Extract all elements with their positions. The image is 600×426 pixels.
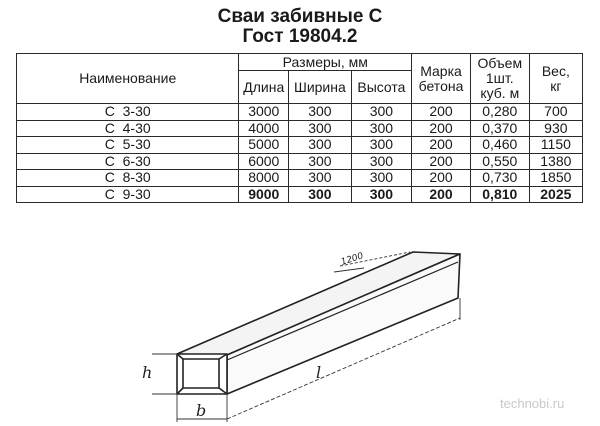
cell-height: 300 bbox=[350, 185, 413, 203]
header-volume: Объем 1шт. куб. м bbox=[469, 53, 530, 104]
header-name: Наименование bbox=[15, 53, 240, 104]
cell-height: 300 bbox=[350, 136, 413, 154]
cell-grade: 200 bbox=[411, 185, 471, 203]
cell-grade: 200 bbox=[411, 169, 471, 187]
cell-volume: 0,460 bbox=[469, 136, 530, 154]
cell-width: 300 bbox=[288, 169, 352, 187]
header-length: Длина bbox=[238, 70, 290, 104]
cell-weight: 1850 bbox=[528, 169, 584, 187]
cell-height: 300 bbox=[350, 103, 413, 121]
cell-width: 300 bbox=[288, 136, 352, 154]
label-height: h bbox=[142, 363, 152, 382]
cell-width: 300 bbox=[288, 185, 352, 203]
header-weight-text: Вес, кг bbox=[541, 62, 570, 94]
header-concrete-grade: Марка бетона bbox=[411, 53, 471, 104]
header-dimensions: Размеры, мм bbox=[238, 53, 413, 71]
cell-width: 300 bbox=[288, 103, 352, 121]
cell-weight: 1150 bbox=[528, 136, 584, 154]
cell-weight: 930 bbox=[528, 119, 584, 137]
cell-height: 300 bbox=[350, 119, 413, 137]
cell-length: 5000 bbox=[238, 136, 290, 154]
cell-volume: 0,370 bbox=[469, 119, 530, 137]
header-weight: Вес, кг bbox=[528, 53, 584, 104]
header-width: Ширина bbox=[288, 70, 352, 104]
table-row: С 3-30 3000 300 300 200 0,280 700 bbox=[15, 103, 584, 121]
header-height: Высота bbox=[350, 70, 413, 104]
cell-grade: 200 bbox=[411, 136, 471, 154]
cell-length: 4000 bbox=[238, 119, 290, 137]
cell-width: 300 bbox=[288, 119, 352, 137]
cell-grade: 200 bbox=[411, 119, 471, 137]
cell-length: 3000 bbox=[238, 103, 290, 121]
table-row: С 4-30 4000 300 300 200 0,370 930 bbox=[15, 119, 584, 137]
cell-name: С 4-30 bbox=[15, 119, 240, 137]
cell-weight: 2025 bbox=[528, 185, 584, 203]
label-width: b bbox=[196, 401, 206, 420]
cell-weight: 700 bbox=[528, 103, 584, 121]
cell-weight: 1380 bbox=[528, 152, 584, 170]
table-row: С 5-30 5000 300 300 200 0,460 1150 bbox=[15, 136, 584, 154]
cell-height: 300 bbox=[350, 152, 413, 170]
cell-height: 300 bbox=[350, 169, 413, 187]
table-row: С 6-30 6000 300 300 200 0,550 1380 bbox=[15, 152, 584, 170]
piles-spec-table: Наименование Размеры, мм Марка бетона Об… bbox=[15, 53, 584, 203]
cell-volume: 0,730 bbox=[469, 169, 530, 187]
label-length: l bbox=[316, 363, 321, 382]
cell-name: С 3-30 bbox=[15, 103, 240, 121]
cell-name: С 5-30 bbox=[15, 136, 240, 154]
label-dimension-1200: 1200 bbox=[340, 251, 365, 268]
cell-volume: 0,810 bbox=[469, 185, 530, 203]
cell-length: 6000 bbox=[238, 152, 290, 170]
cell-width: 300 bbox=[288, 152, 352, 170]
header-concrete-grade-text: Марка бетона bbox=[418, 62, 464, 94]
header-volume-text: Объем 1шт. куб. м bbox=[477, 55, 523, 101]
document-subtitle-gost: Гост 19804.2 bbox=[242, 26, 358, 47]
table-row: С 9-30 9000 300 300 200 0,810 2025 bbox=[15, 185, 584, 203]
cell-grade: 200 bbox=[411, 103, 471, 121]
table-row: С 8-30 8000 300 300 200 0,730 1850 bbox=[15, 169, 584, 187]
cell-name: С 6-30 bbox=[15, 152, 240, 170]
cell-length: 9000 bbox=[238, 185, 290, 203]
cell-name: С 8-30 bbox=[15, 169, 240, 187]
cell-length: 8000 bbox=[238, 169, 290, 187]
document-title: Сваи забивные С bbox=[217, 6, 383, 27]
watermark: technobi.ru bbox=[500, 396, 565, 411]
pile-isometric-drawing: h b l 1200 bbox=[142, 251, 461, 422]
cell-name: С 9-30 bbox=[15, 185, 240, 203]
cell-volume: 0,550 bbox=[469, 152, 530, 170]
cell-grade: 200 bbox=[411, 152, 471, 170]
cell-volume: 0,280 bbox=[469, 103, 530, 121]
